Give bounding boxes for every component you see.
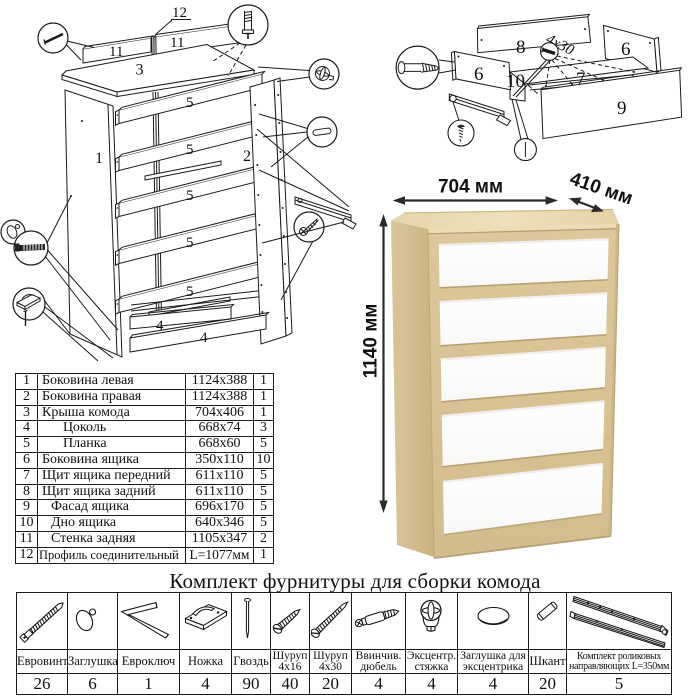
svg-text:11: 11 xyxy=(170,35,184,51)
svg-text:12: 12 xyxy=(172,5,187,21)
svg-text:4: 4 xyxy=(200,330,208,346)
svg-text:10: 10 xyxy=(506,71,525,92)
svg-text:5: 5 xyxy=(186,142,194,158)
svg-text:6: 6 xyxy=(621,39,631,60)
svg-text:1: 1 xyxy=(95,150,103,167)
svg-text:3: 3 xyxy=(136,62,144,79)
svg-text:8: 8 xyxy=(516,37,526,58)
svg-text:4: 4 xyxy=(156,318,164,334)
svg-text:5: 5 xyxy=(186,188,194,204)
svg-text:5: 5 xyxy=(186,235,194,251)
svg-text:2: 2 xyxy=(243,148,251,165)
svg-text:11: 11 xyxy=(109,44,123,60)
svg-text:7: 7 xyxy=(576,69,586,90)
svg-text:1140 мм: 1140 мм xyxy=(361,304,382,379)
svg-text:5: 5 xyxy=(186,95,194,111)
svg-text:9: 9 xyxy=(617,98,627,119)
svg-text:6: 6 xyxy=(474,64,484,85)
svg-text:704 мм: 704 мм xyxy=(438,177,503,198)
svg-text:5: 5 xyxy=(186,284,194,300)
